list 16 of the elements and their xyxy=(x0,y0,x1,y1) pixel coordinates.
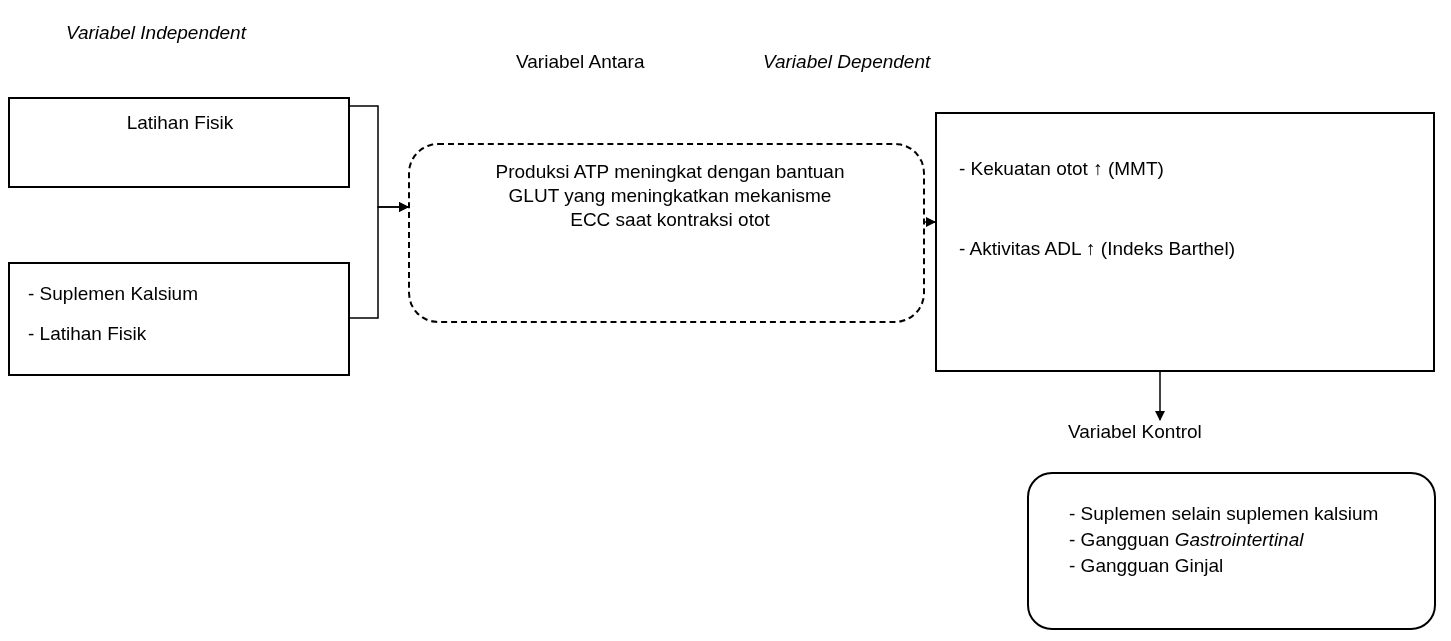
section-heading: Variabel Kontrol xyxy=(1068,420,1202,444)
list-item: - Latihan Fisik xyxy=(28,322,148,346)
arrow xyxy=(1155,371,1165,421)
list-item: - Kekuatan otot ↑ (MMT) xyxy=(959,157,1165,181)
list-item: - Aktivitas ADL ↑ (Indeks Barthel) xyxy=(959,237,1236,261)
list-item: - Gangguan Ginjal xyxy=(1069,554,1225,578)
list-item: - Gangguan Gastrointertinal xyxy=(1069,528,1305,552)
section-heading: Variabel Antara xyxy=(516,50,645,74)
box-text: Produksi ATP meningkat dengan bantuan GLUT yang meningkatkan mekanisme ECC saat kontraksi otot xyxy=(494,160,846,232)
box-text: Latihan Fisik xyxy=(125,111,235,135)
arrow xyxy=(349,202,409,319)
list-item: - Suplemen Kalsium xyxy=(28,282,200,306)
section-heading: Variabel Independent xyxy=(66,22,246,44)
section-heading: Variabel Dependent xyxy=(763,50,931,74)
list-item: - Suplemen selain suplemen kalsium xyxy=(1069,502,1380,526)
arrow xyxy=(924,217,936,227)
